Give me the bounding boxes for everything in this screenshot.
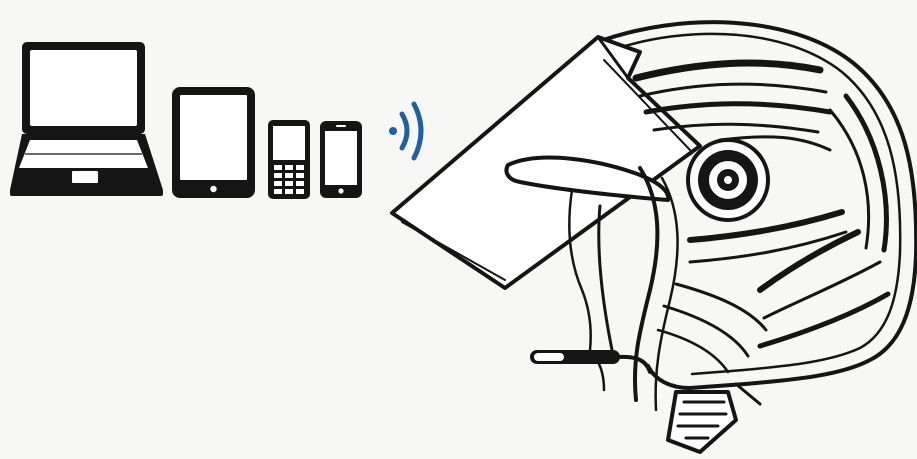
helmet-with-bluetooth-headset-icon bbox=[392, 22, 916, 452]
wireless-signal-icon bbox=[389, 104, 421, 158]
feature-phone-icon bbox=[268, 120, 310, 199]
laptop-icon bbox=[10, 42, 163, 196]
chin-strap-buckle bbox=[668, 392, 736, 452]
boom-microphone bbox=[530, 350, 650, 372]
smartphone-icon bbox=[320, 121, 362, 198]
tablet-icon bbox=[172, 87, 255, 198]
headset-speaker-unit bbox=[688, 140, 768, 220]
device-row bbox=[10, 42, 362, 199]
